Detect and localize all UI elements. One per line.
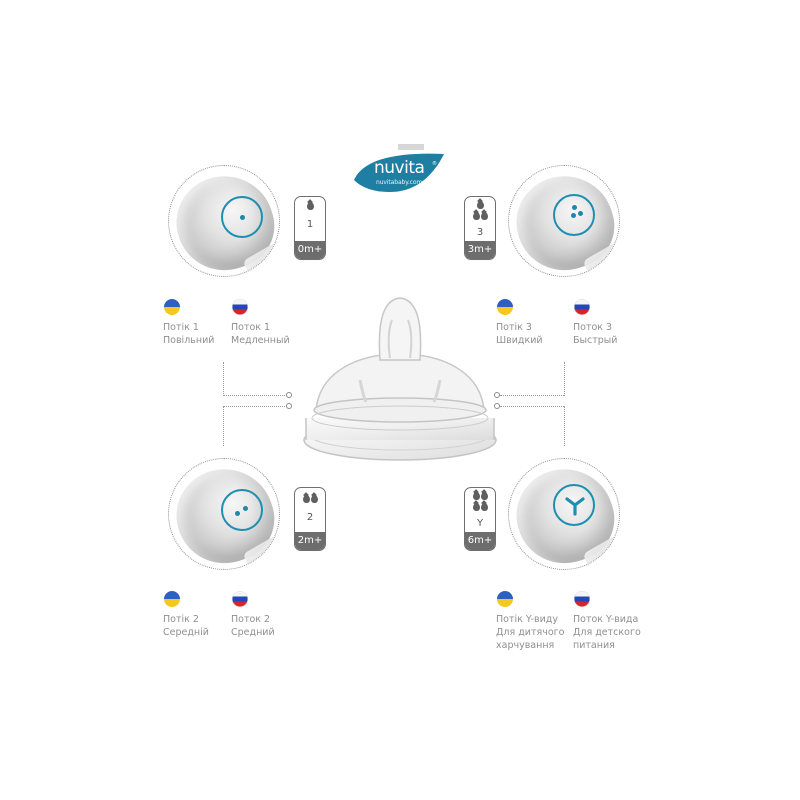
hole-dot: [240, 215, 245, 220]
age-label: 6m+: [465, 532, 495, 550]
russia-flag-icon: [232, 591, 248, 607]
logo-wordmark: nuvita: [374, 158, 425, 178]
connector-line: [223, 406, 224, 446]
drops-icon: [465, 492, 495, 511]
connector-node: [286, 403, 292, 409]
flow-badge-y: Y 6m+: [464, 487, 496, 551]
drops-icon: [295, 202, 325, 210]
flow-number: 1: [306, 219, 314, 230]
ukraine-flag-icon: [164, 299, 180, 315]
russia-flag-icon: [574, 591, 590, 607]
flow-1-label-ru: Поток 1 Медленный: [231, 322, 290, 346]
hole-ring: [553, 194, 595, 236]
hole-dot: [578, 211, 583, 216]
hole-dot: [571, 213, 576, 218]
connector-node: [286, 392, 292, 398]
connector-line: [223, 362, 224, 396]
connector-line: [564, 362, 565, 396]
drops-icon: [295, 495, 325, 503]
flow-badge-2: 2 2m+: [294, 487, 326, 551]
connector-node: [494, 403, 500, 409]
hole-ring: [221, 489, 263, 531]
connector-line: [500, 406, 564, 407]
logo-leaf-shape: [354, 153, 444, 192]
flow-2-label-ru: Поток 2 Средний: [231, 614, 275, 638]
ukraine-flag-icon: [164, 591, 180, 607]
flow-badge-3: 3 3m+: [464, 196, 496, 260]
logo-tab-decoration: [398, 144, 424, 150]
russia-flag-icon: [574, 299, 590, 315]
y-cut-icon: [565, 497, 585, 516]
logo-website: nuvitababy.com: [376, 179, 423, 186]
drops-icon: [465, 201, 495, 220]
flow-1-label-ua: Потік 1 Повільний: [163, 322, 215, 346]
connector-node: [494, 392, 500, 398]
connector-line: [500, 395, 564, 396]
hole-dot: [235, 511, 240, 516]
hole-ring: [553, 484, 595, 526]
brand-logo: nuvita ® nuvitababy.com: [350, 150, 446, 194]
flow-y-label-ru: Поток Y-вида Для детского питания: [573, 614, 641, 651]
ukraine-flag-icon: [497, 299, 513, 315]
flow-2-label-ua: Потік 2 Середній: [163, 614, 209, 638]
flow-number: 3: [476, 227, 484, 238]
flow-number: Y: [476, 518, 484, 529]
russia-flag-icon: [232, 299, 248, 315]
connector-line: [223, 395, 287, 396]
age-label: 2m+: [295, 532, 325, 550]
flow-y-label-ua: Потік Y-виду Для дитячого харчування: [496, 614, 565, 651]
nipple-closeup-flow-2: [168, 458, 280, 570]
flow-3-label-ua: Потік 3 Швидкий: [496, 322, 543, 346]
connector-line: [564, 406, 565, 446]
flow-number: 2: [306, 512, 314, 523]
flow-3-label-ru: Поток 3 Быстрый: [573, 322, 618, 346]
flow-badge-1: 1 0m+: [294, 196, 326, 260]
nipple-closeup-flow-1: [168, 165, 280, 277]
silicone-nipple-image: [300, 290, 500, 465]
age-label: 0m+: [295, 241, 325, 259]
logo-trademark: ®: [432, 161, 437, 167]
hole-dot: [243, 506, 248, 511]
connector-line: [223, 406, 287, 407]
hole-dot: [572, 205, 577, 210]
hole-ring: [221, 196, 263, 238]
nipple-closeup-flow-y: [508, 458, 620, 570]
nipple-closeup-flow-3: [508, 165, 620, 277]
ukraine-flag-icon: [497, 591, 513, 607]
age-label: 3m+: [465, 241, 495, 259]
